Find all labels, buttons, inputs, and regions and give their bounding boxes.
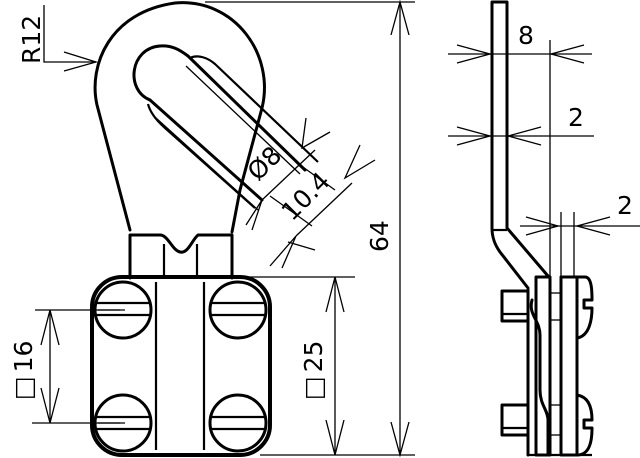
neck-block	[128, 233, 234, 280]
dim-strip-width: 8	[448, 21, 592, 277]
side-view	[490, 0, 594, 457]
side-strip	[490, 0, 550, 290]
dim-plate-thickness-label: 2	[617, 191, 633, 220]
hook-slot	[132, 44, 307, 172]
bolt-bottom-right	[208, 393, 268, 453]
dim-slot: Ø8 10.4	[242, 117, 376, 269]
dim-radius: R12	[17, 5, 99, 72]
dim-clamp-height-label: □25	[299, 341, 328, 400]
dim-strip-width-label: 8	[518, 21, 534, 50]
dim-radius-label: R12	[17, 15, 46, 64]
dim-clamp-height: □25	[232, 276, 355, 456]
bolt-top-right	[208, 280, 268, 340]
dim-bolt-spacing: □16	[9, 309, 120, 424]
dim-plate-thickness: 2	[520, 191, 640, 277]
dim-strip-thickness-label: 2	[568, 103, 584, 132]
side-dimensions: 8 2 2	[448, 21, 640, 277]
clamp-body	[90, 275, 272, 457]
front-dimensions: R12 64 □25	[9, 0, 415, 458]
hook-slot-lower	[148, 98, 264, 202]
front-view	[90, 1, 319, 457]
dim-bolt-spacing-label: □16	[9, 341, 38, 400]
dim-overall-height-label: 64	[365, 220, 394, 252]
dim-slot-width-label: 10.4	[276, 166, 336, 226]
dim-overall-height: 64	[205, 0, 415, 458]
dim-strip-thickness: 2	[448, 103, 594, 146]
hook-outline	[93, 1, 266, 234]
